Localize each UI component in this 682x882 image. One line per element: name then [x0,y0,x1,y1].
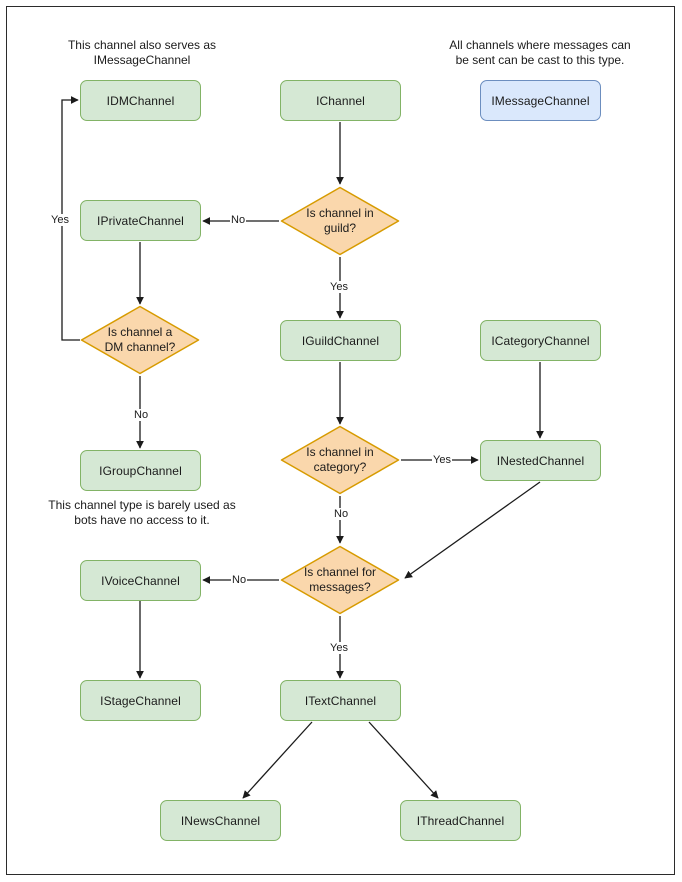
node-imessagechannel[interactable]: IMessageChannel [480,80,601,121]
node-question-in-category[interactable]: Is channel in category? [280,425,400,495]
node-igroupchannel[interactable]: IGroupChannel [80,450,201,491]
edge-text-to-news [242,721,313,799]
edge-nested-to-messages-question [404,481,541,579]
node-label-iprivatechannel: IPrivateChannel [97,213,184,228]
node-label-imessagechannel: IMessageChannel [491,93,590,108]
edge-label-dm-yes: Yes [50,214,70,226]
edge-label-messages-no: No [231,574,248,586]
node-inewschannel[interactable]: INewsChannel [160,800,281,841]
node-ithreadchannel[interactable]: IThreadChannel [400,800,521,841]
node-iguildchannel[interactable]: IGuildChannel [280,320,401,361]
node-label-idmchannel: IDMChannel [106,93,175,108]
edge-label-messages-yes: Yes [329,642,349,654]
edge-text-to-thread [368,721,439,799]
node-question-for-messages[interactable]: Is channel for messages? [280,545,400,615]
diamond-shape [280,186,400,256]
edge-label-category-no: No [333,508,350,520]
node-label-icategorychannel: ICategoryChannel [491,333,590,348]
node-label-ichannel: IChannel [316,93,365,108]
edge-label-dm-no: No [133,409,150,421]
node-inestedchannel[interactable]: INestedChannel [480,440,601,481]
note-group-channel: This channel type is barely used as bots… [48,498,236,527]
node-iprivatechannel[interactable]: IPrivateChannel [80,200,201,241]
edge-label-category-yes: Yes [432,454,452,466]
node-label-igroupchannel: IGroupChannel [99,463,182,478]
diamond-shape [80,305,200,375]
node-label-itextchannel: ITextChannel [304,693,377,708]
node-label-inewschannel: INewsChannel [180,813,261,828]
node-ichannel[interactable]: IChannel [280,80,401,121]
node-label-ivoicechannel: IVoiceChannel [101,573,180,588]
edge-label-guild-yes: Yes [329,281,349,293]
node-icategorychannel[interactable]: ICategoryChannel [480,320,601,361]
node-istagechannel[interactable]: IStageChannel [80,680,201,721]
node-label-iguildchannel: IGuildChannel [301,333,380,348]
node-itextchannel[interactable]: ITextChannel [280,680,401,721]
note-dm-channel: This channel also serves as IMessageChan… [67,38,217,67]
node-question-dm-channel[interactable]: Is channel a DM channel? [80,305,200,375]
note-message-channel: All channels where messages can be sent … [449,38,631,67]
node-question-in-guild[interactable]: Is channel in guild? [280,186,400,256]
node-ivoicechannel[interactable]: IVoiceChannel [80,560,201,601]
edge-label-guild-no: No [230,214,247,226]
node-label-ithreadchannel: IThreadChannel [416,813,505,828]
node-label-istagechannel: IStageChannel [100,693,181,708]
node-idmchannel[interactable]: IDMChannel [80,80,201,121]
node-label-inestedchannel: INestedChannel [496,453,585,468]
diamond-shape [280,425,400,495]
diamond-shape [280,545,400,615]
